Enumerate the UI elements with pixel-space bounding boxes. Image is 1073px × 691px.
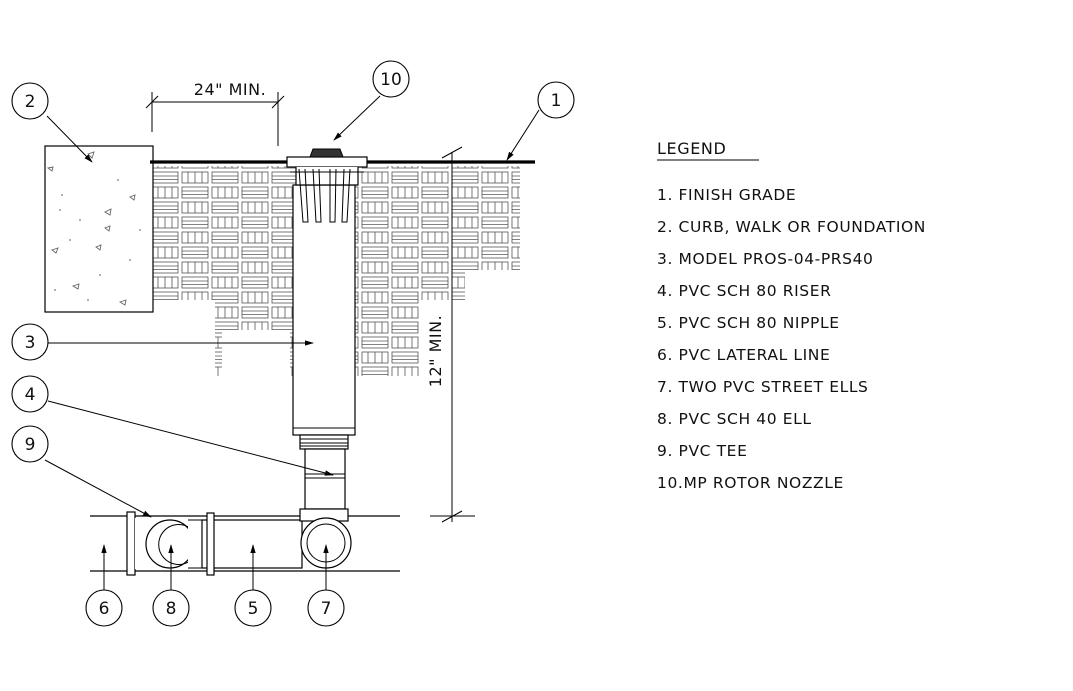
callout-8-label: 8 [166, 599, 177, 619]
callout-4-label: 4 [25, 385, 36, 405]
legend: LEGEND 1. FINISH GRADE 2. CURB, WALK OR … [657, 139, 926, 492]
legend-item-1: 1. FINISH GRADE [657, 186, 796, 204]
callout-3-label: 3 [25, 333, 36, 353]
legend-title: LEGEND [657, 139, 726, 158]
leader-lines [44, 95, 540, 592]
callout-1-label: 1 [551, 91, 562, 111]
callout-7: 7 [307, 589, 345, 627]
callout-2-label: 2 [25, 92, 36, 112]
callout-7-label: 7 [321, 599, 332, 619]
callout-9-label: 9 [25, 435, 36, 455]
vertical-dimension [430, 146, 475, 523]
legend-item-8: 8. PVC SCH 40 ELL [657, 410, 812, 428]
legend-item-5: 5. PVC SCH 80 NIPPLE [657, 314, 840, 332]
legend-item-4: 4. PVC SCH 80 RISER [657, 282, 831, 300]
callout-5: 5 [234, 589, 272, 627]
horizontal-dimension [145, 92, 285, 146]
legend-item-9: 9. PVC TEE [657, 442, 747, 460]
sprinkler-body [286, 156, 368, 436]
mp-rotor-nozzle [309, 148, 344, 158]
dimension-24-min: 24" MIN. [194, 80, 266, 99]
callout-6: 6 [85, 589, 123, 627]
pvc-tee [126, 511, 147, 576]
legend-item-10: 10.MP ROTOR NOZZLE [657, 474, 844, 492]
callout-4: 4 [11, 375, 49, 413]
legend-item-6: 6. PVC LATERAL LINE [657, 346, 830, 364]
callout-10-label: 10 [380, 70, 402, 90]
street-ells [299, 508, 352, 569]
callout-3: 3 [11, 323, 49, 361]
callout-9: 9 [11, 425, 49, 463]
callout-2: 2 [11, 82, 49, 120]
curb-foundation [44, 145, 154, 313]
callout-10: 10 [372, 60, 410, 98]
legend-item-3: 3. MODEL PROS-04-PRS40 [657, 250, 874, 268]
nipple [201, 512, 303, 576]
callout-6-label: 6 [99, 599, 110, 619]
legend-item-7: 7. TWO PVC STREET ELLS [657, 378, 869, 396]
callout-8: 8 [152, 589, 190, 627]
riser [299, 434, 349, 510]
callout-5-label: 5 [248, 599, 259, 619]
legend-item-2: 2. CURB, WALK OR FOUNDATION [657, 218, 926, 236]
callout-1: 1 [537, 81, 575, 119]
dimension-12-min: 12" MIN. [426, 315, 445, 387]
pvc-ell [145, 519, 202, 569]
